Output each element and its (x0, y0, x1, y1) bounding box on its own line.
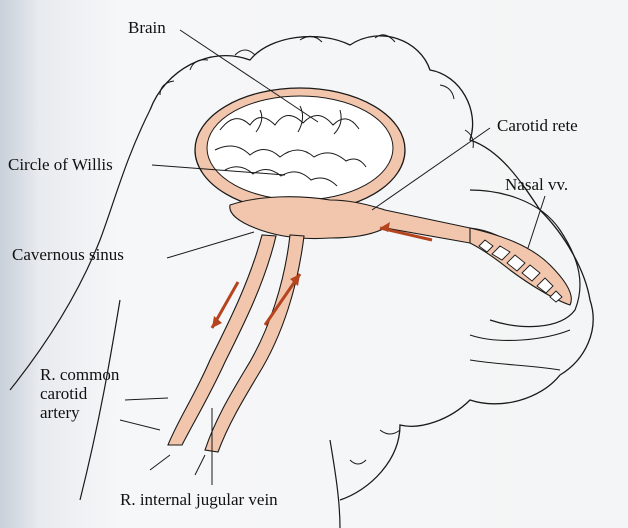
leader-brain (179, 29, 319, 123)
label-cavernous-sinus: Cavernous sinus (12, 245, 124, 264)
label-internal-jugular-vein: R. internal jugular vein (120, 490, 278, 509)
neck-outline (9, 109, 341, 528)
arrow-nasal-head (380, 222, 390, 232)
label-brain: Brain (128, 18, 166, 37)
label-common-carotid-artery: R. common carotid artery (40, 365, 150, 422)
mouth-outline (469, 329, 571, 371)
common-carotid-artery (167, 234, 277, 446)
neck-vessel-lines (119, 419, 206, 476)
label-circle-of-willis: Circle of Willis (8, 155, 113, 174)
leader-circle-willis (151, 164, 286, 176)
wool-curls (159, 34, 474, 465)
arrow-nasal-flow (379, 226, 433, 242)
brain-gyri (214, 105, 367, 187)
label-common-carotid-line3: artery (40, 403, 80, 422)
label-nasal-vv: Nasal vv. (505, 175, 569, 194)
label-common-carotid-line1: R. common (40, 365, 120, 384)
leader-carotid-rete (371, 127, 491, 211)
arrow-down-head (212, 316, 222, 328)
brain-inner (206, 95, 394, 201)
arrow-up-head (290, 274, 300, 286)
label-common-carotid-line2: carotid (40, 384, 88, 403)
nasal-veins-mesh (478, 239, 563, 303)
leader-nasal (527, 195, 546, 249)
leader-cavernous (166, 231, 255, 259)
head-outline (149, 35, 594, 501)
label-carotid-rete: Carotid rete (497, 116, 578, 135)
snout-outline (469, 189, 581, 328)
internal-jugular-vein (204, 234, 305, 453)
leader-common-carotid (124, 397, 169, 401)
